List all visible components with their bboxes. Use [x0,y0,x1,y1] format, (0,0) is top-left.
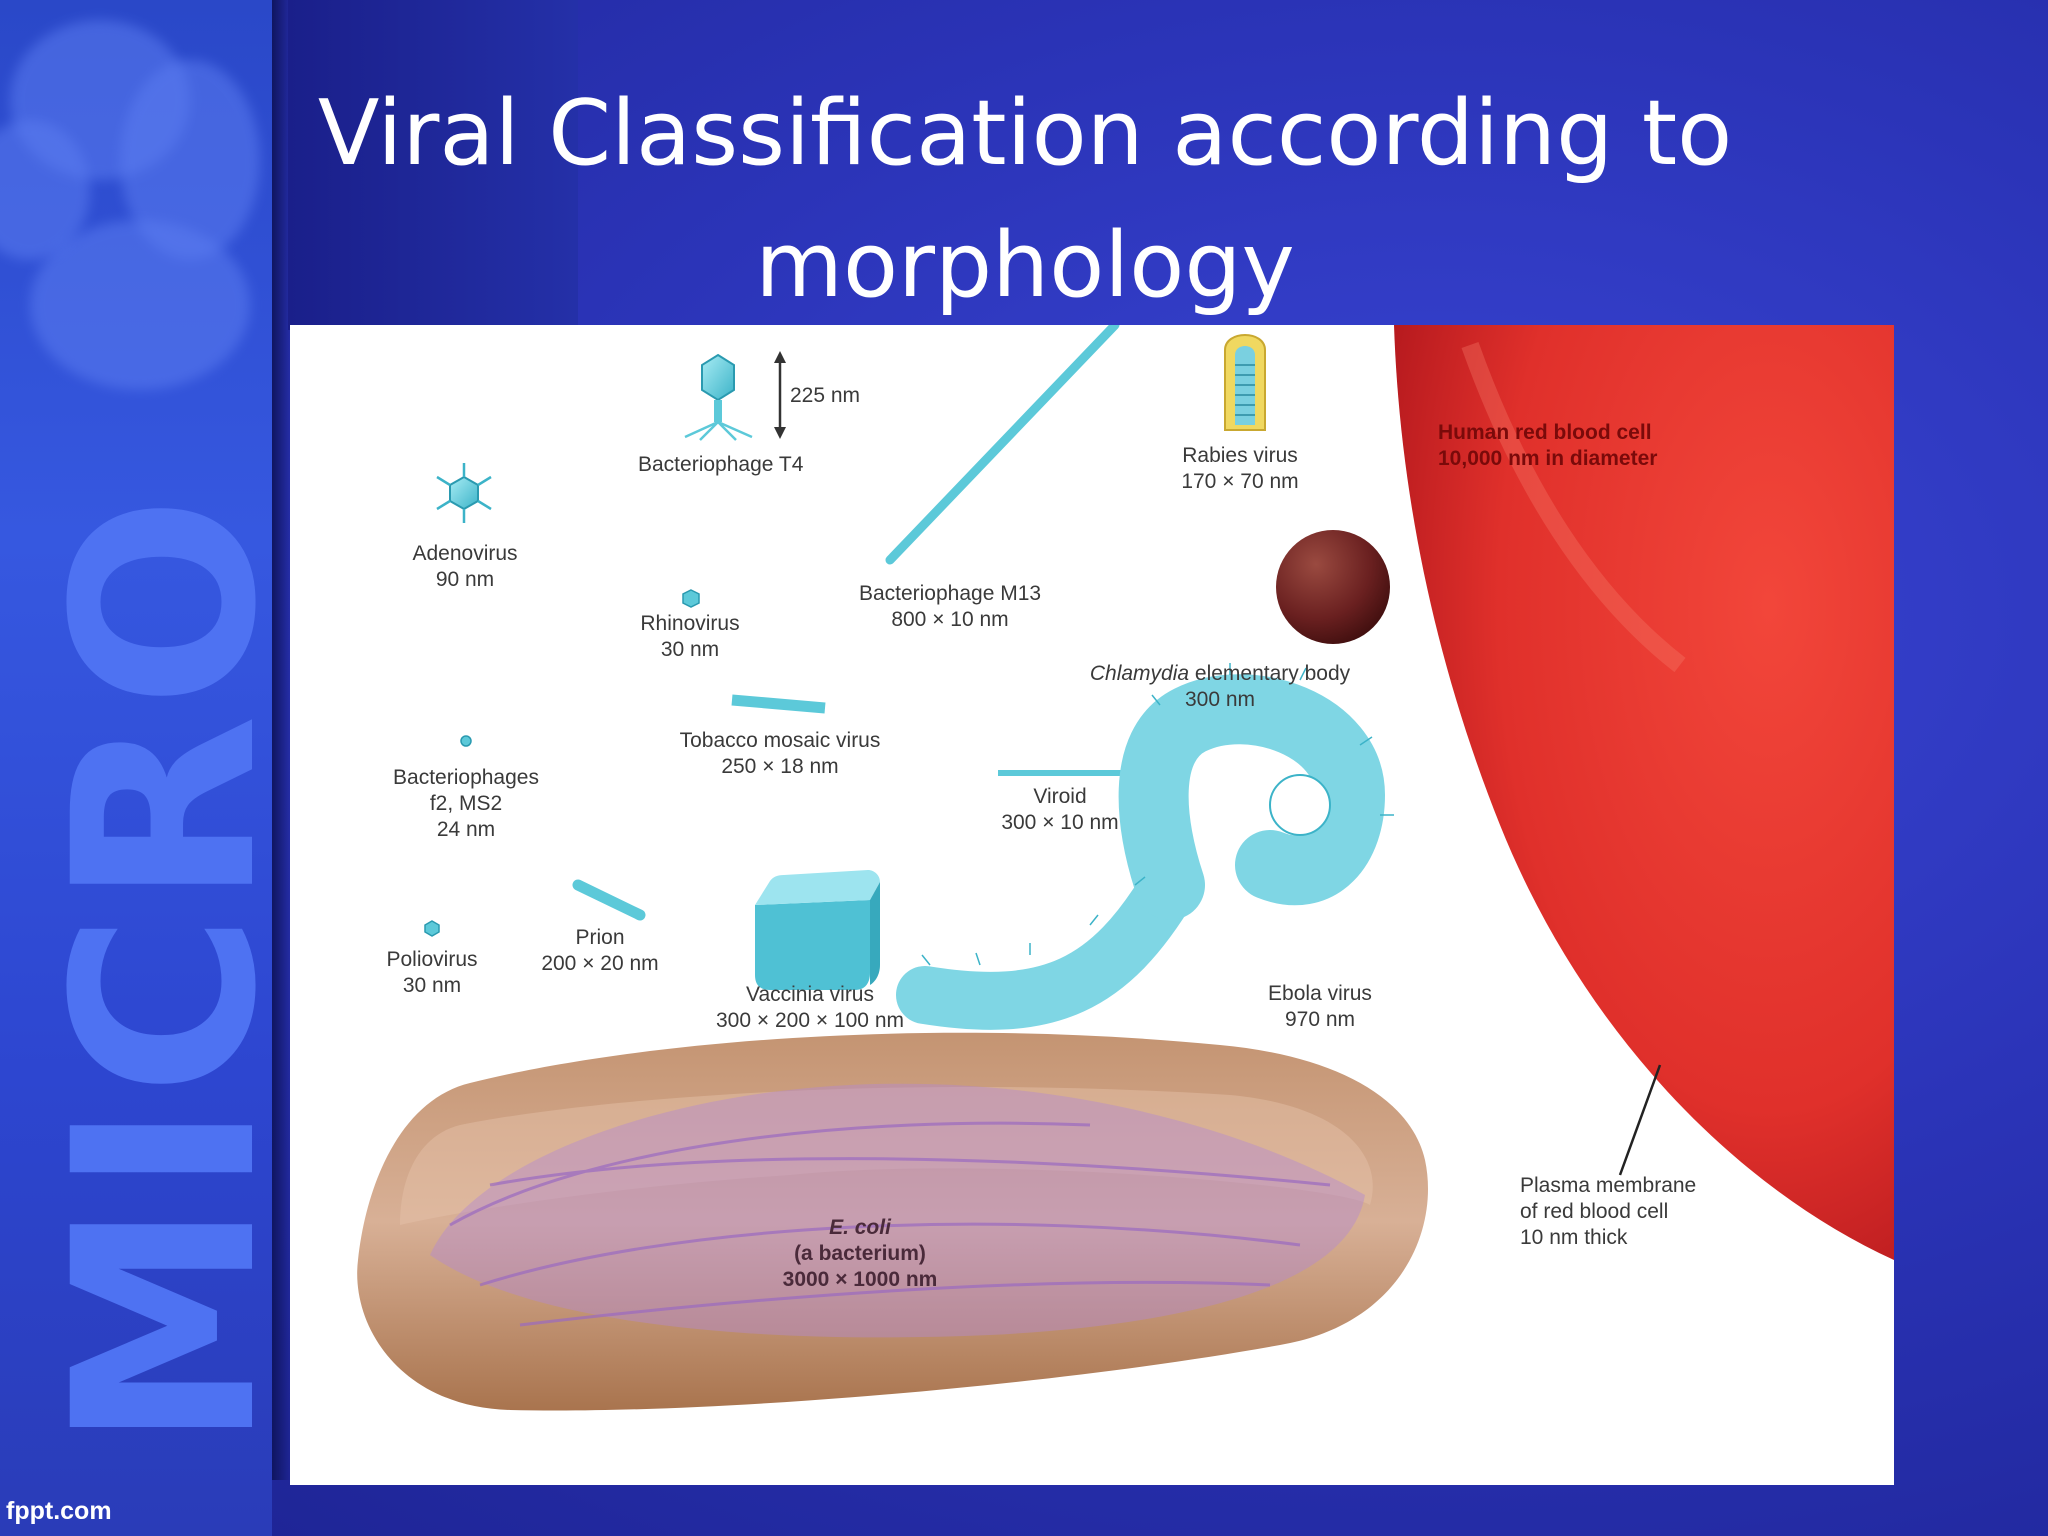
bacteriophage-m13-shape [885,325,1120,565]
chlamydia-shape [1276,530,1390,644]
viroid-label: Viroid 300 × 10 nm [990,784,1130,836]
rhinovirus-shape [682,589,700,608]
m13-name: Bacteriophage M13 [858,582,1042,605]
ebola-size: 970 nm [1284,1008,1356,1031]
bacteriophages-f2-label: Bacteriophages f2, MS2 24 nm [376,765,556,843]
rhinovirus-label: Rhinovirus 30 nm [630,611,750,663]
adenovirus-name: Adenovirus [412,542,518,565]
ecoli-size: 3000 × 1000 nm [782,1268,938,1291]
rbc-name: Human red blood cell [1438,421,1652,444]
ebola-virus-shape [896,674,1386,1030]
decorative-sidebar: MICRO [0,0,272,1536]
bacteriophage-t4-label: Bacteriophage T4 [638,453,804,476]
plasma-membrane-label: Plasma membrane of red blood cell 10 nm … [1520,1173,1696,1251]
ecoli-label: E. coli (a bacterium) 3000 × 1000 nm [760,1215,960,1293]
footer-brand: fppt.com [6,1497,112,1525]
f2-types: f2, MS2 [429,792,503,815]
red-blood-cell [1394,325,1894,1260]
scale-bar-label: 225 nm [790,384,861,407]
tobacco-mosaic-label: Tobacco mosaic virus 250 × 18 nm [660,728,900,780]
poliovirus-size: 30 nm [402,974,462,997]
bacteriophage-f2-shape [460,735,472,747]
slide-title: Viral Classification according to morpho… [317,81,1733,318]
vaccinia-label: Vaccinia virus 300 × 200 × 100 nm [700,982,920,1034]
tobacco-name: Tobacco mosaic virus [679,729,881,752]
m13-size: 800 × 10 nm [891,608,1009,631]
ebola-spikes [921,663,1394,966]
rabies-virus-label: Rabies virus 170 × 70 nm [1160,443,1320,495]
tobacco-size: 250 × 18 nm [721,755,839,778]
chlamydia-desc: elementary body [1189,662,1351,685]
prion-shape [572,879,646,921]
prion-label: Prion 200 × 20 nm [535,925,665,977]
sidebar-word: MICRO [20,489,272,1450]
prion-name: Prion [575,926,625,949]
ecoli-shape [357,1032,1429,1411]
tobacco-mosaic-virus-shape [731,694,826,714]
poliovirus-name: Poliovirus [386,948,478,971]
rabies-name: Rabies virus [1182,444,1298,467]
title-band [288,0,578,330]
viroid-size: 300 × 10 nm [1001,811,1119,834]
plasma-line1: Plasma membrane [1520,1174,1697,1197]
rabies-size: 170 × 70 nm [1181,470,1299,493]
ebola-label: Ebola virus 970 nm [1250,981,1390,1033]
adenovirus-shape [436,463,492,523]
f2-size: 24 nm [436,818,496,841]
ecoli-name: E. coli [829,1216,891,1239]
sidebar-shadow [272,0,292,1480]
vaccinia-virus-shape [755,870,880,990]
plasma-line2: of red blood cell [1520,1200,1669,1223]
plasma-membrane-pointer [1618,1064,1662,1176]
chlamydia-label: Chlamydia elementary body 300 nm [1070,661,1370,713]
viroid-name: Viroid [1033,785,1087,808]
plasma-line3: 10 nm thick [1520,1226,1628,1249]
f2-name: Bacteriophages [393,766,539,789]
rabies-virus-shape [1224,334,1266,431]
poliovirus-label: Poliovirus 30 nm [372,947,492,999]
vaccinia-name: Vaccinia virus [746,983,874,1006]
vaccinia-size: 300 × 200 × 100 nm [716,1009,904,1032]
bacteriophage-m13-label: Bacteriophage M13 800 × 10 nm [850,581,1050,633]
ecoli-desc: (a bacterium) [794,1242,926,1265]
rhinovirus-size: 30 nm [660,638,720,661]
prion-size: 200 × 20 nm [541,952,659,975]
ebola-name: Ebola virus [1268,982,1372,1005]
adenovirus-label: Adenovirus 90 nm [395,541,535,593]
rhinovirus-name: Rhinovirus [640,612,740,635]
chlamydia-size: 300 nm [1184,688,1256,711]
virus-size-figure: 225 nm Bacteriophage T4 Adenovirus 90 nm… [290,325,1894,1485]
red-blood-cell-label: Human red blood cell 10,000 nm in diamet… [1438,420,1657,472]
poliovirus-shape [424,920,440,937]
adenovirus-size: 90 nm [435,568,495,591]
chlamydia-genus: Chlamydia [1089,662,1190,685]
rbc-highlight [1461,341,1686,673]
figure-drawing [357,325,1894,1411]
bacteriophage-t4-shape [684,353,753,441]
t4-scale-arrow [774,351,786,439]
rbc-size: 10,000 nm in diameter [1438,447,1658,470]
